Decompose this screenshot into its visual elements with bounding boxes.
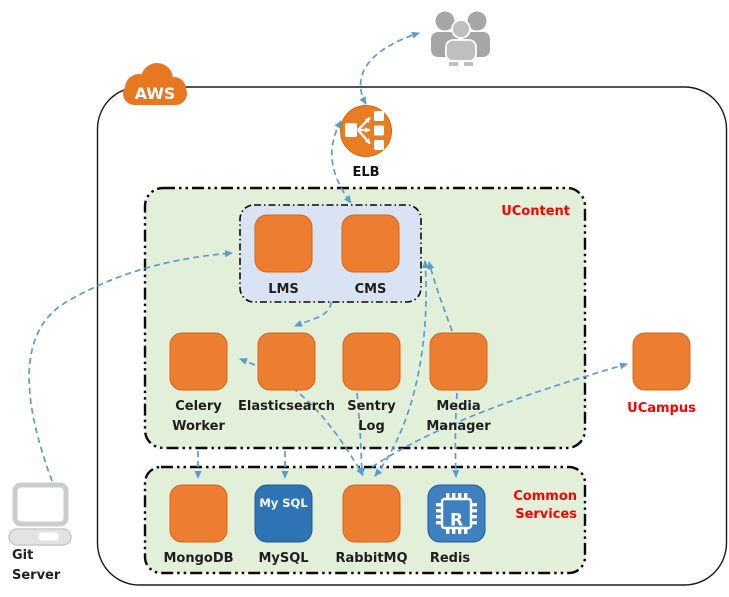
sentry-log-icon bbox=[342, 332, 401, 391]
edge-users-elb bbox=[359, 31, 420, 105]
node-sentry-log: Sentry Log bbox=[342, 332, 401, 434]
group-ucontent-label: UContent bbox=[501, 204, 570, 219]
node-rabbitmq: RabbitMQ bbox=[335, 484, 408, 566]
mongodb-label: MongoDB bbox=[163, 551, 233, 566]
node-lms: LMS bbox=[254, 214, 313, 297]
users-icon bbox=[431, 11, 490, 66]
node-cms: CMS bbox=[341, 214, 400, 297]
group-common-services-label-line2: Services bbox=[515, 507, 577, 522]
mysql-icon bbox=[254, 484, 313, 543]
elb-label: ELB bbox=[352, 165, 379, 180]
rabbitmq-label: RabbitMQ bbox=[335, 551, 407, 566]
aws-cloud-label: AWS bbox=[135, 84, 176, 103]
mysql-icon-text: My SQL bbox=[259, 496, 308, 510]
sentry-label-line1: Sentry bbox=[347, 399, 396, 414]
lms-icon bbox=[254, 214, 313, 273]
node-git-server: Git Server bbox=[8, 482, 72, 583]
redis-label: Redis bbox=[430, 551, 471, 566]
rabbitmq-icon bbox=[342, 484, 401, 543]
celery-worker-icon bbox=[169, 332, 228, 391]
elasticsearch-label: Elasticsearch bbox=[238, 399, 335, 414]
node-elasticsearch: Elasticsearch bbox=[238, 332, 335, 414]
media-manager-label-line1: Media bbox=[436, 399, 480, 414]
ucampus-label: UCampus bbox=[627, 401, 696, 416]
edge-rabbitmq-ucampus bbox=[371, 362, 628, 468]
redis-chip-icon: R bbox=[436, 493, 477, 534]
celery-label-line2: Worker bbox=[172, 419, 225, 434]
cms-icon bbox=[341, 214, 400, 273]
edge-sentry-rabbitmq bbox=[356, 392, 366, 476]
node-celery-worker: Celery Worker bbox=[169, 332, 228, 434]
aws-cloud-icon: AWS bbox=[123, 63, 187, 105]
elasticsearch-icon bbox=[257, 332, 316, 391]
edge-cms-rabbitmq bbox=[374, 260, 429, 477]
sentry-label-line2: Log bbox=[358, 419, 385, 434]
ucampus-icon bbox=[632, 332, 691, 391]
edge-gitserver-lmscms bbox=[28, 250, 233, 482]
lms-label: LMS bbox=[268, 282, 299, 297]
mysql-label: MySQL bbox=[258, 551, 308, 566]
edge-mediamanager-redis bbox=[452, 392, 460, 478]
node-media-manager: Media Manager bbox=[426, 332, 491, 434]
cms-label: CMS bbox=[355, 282, 387, 297]
node-elb: ELB bbox=[340, 105, 392, 180]
node-ucampus: UCampus bbox=[627, 332, 696, 416]
git-server-icon bbox=[8, 482, 72, 546]
media-manager-icon bbox=[429, 332, 488, 391]
redis-chip-letter: R bbox=[450, 511, 463, 531]
group-common-services-label-line1: Common bbox=[513, 489, 577, 504]
git-server-label-line2: Server bbox=[12, 568, 61, 583]
elb-glyph bbox=[345, 111, 384, 150]
git-server-label-line1: Git bbox=[12, 548, 33, 563]
edge-mediamanager-cms bbox=[427, 261, 453, 332]
node-mysql: My SQL MySQL bbox=[254, 484, 313, 566]
edge-lmscms-elasticsearch bbox=[294, 301, 332, 327]
mongodb-icon bbox=[169, 484, 228, 543]
celery-label-line1: Celery bbox=[175, 399, 222, 414]
node-redis: R Redis bbox=[427, 484, 486, 566]
media-manager-label-line2: Manager bbox=[426, 419, 491, 434]
node-mongodb: MongoDB bbox=[163, 484, 234, 566]
edge-elb-lmscms bbox=[330, 120, 352, 204]
